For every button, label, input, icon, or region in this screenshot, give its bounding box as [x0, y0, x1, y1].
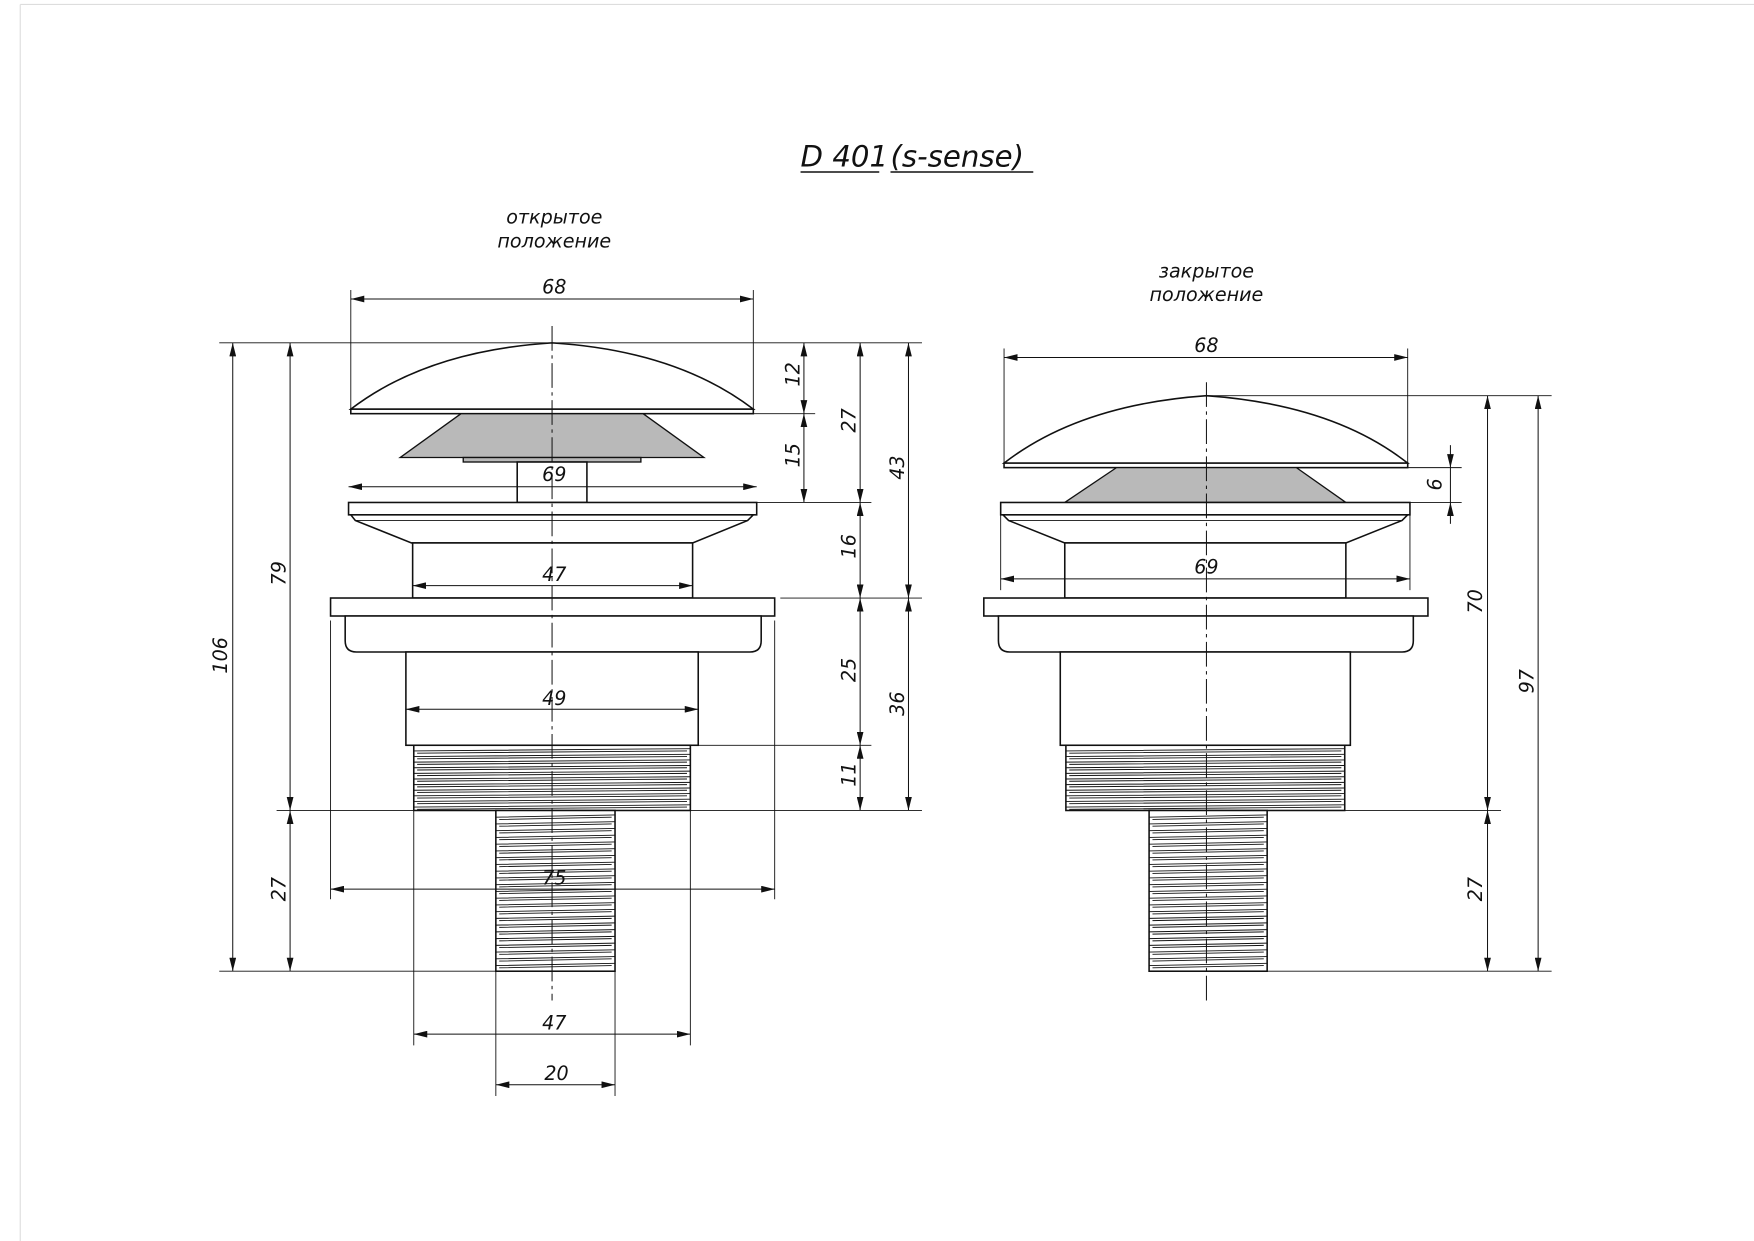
- thread-line: [1149, 888, 1268, 895]
- thread-line: [495, 868, 616, 874]
- ring: [999, 501, 1411, 516]
- dim-stem-length: 27: [268, 877, 291, 901]
- dim-total-height: 97: [1516, 669, 1539, 693]
- thread-line: [495, 821, 616, 827]
- thread-line: [495, 895, 616, 901]
- cap: [1001, 394, 1410, 464]
- plug-cone: [398, 412, 706, 459]
- thread-line: [1065, 776, 1345, 782]
- thread-line: [1149, 881, 1268, 888]
- thread-line: [1149, 902, 1268, 908]
- dim-gap: 6: [1423, 478, 1446, 490]
- thread-line: [1149, 929, 1268, 935]
- thread-line: [495, 949, 616, 955]
- thread-line: [1149, 962, 1268, 969]
- thread-line: [1065, 804, 1345, 810]
- dim-thread-width: 47: [542, 1012, 566, 1035]
- dim-cap-height: 12: [781, 362, 804, 386]
- thread-line: [1065, 781, 1345, 788]
- thread: [1065, 744, 1346, 812]
- thread-line: [1065, 753, 1345, 760]
- dim-below-flange: 36: [886, 692, 909, 716]
- thread-line: [1065, 793, 1345, 799]
- thread-line: [1065, 748, 1345, 754]
- plug-cone: [1062, 466, 1348, 504]
- thread-line: [1149, 908, 1268, 915]
- thread-line: [495, 814, 616, 820]
- thread-line: [495, 956, 616, 962]
- dim-cap-lift: 15: [781, 443, 804, 467]
- flange: [983, 597, 1429, 617]
- thread-line: [495, 942, 616, 949]
- dim-total-height: 106: [209, 637, 232, 673]
- stem-thread: [1148, 809, 1268, 973]
- dim-thread-height: 11: [838, 762, 861, 786]
- thread-line: [495, 861, 616, 868]
- thread-line: [1149, 942, 1268, 949]
- dim-height-to-thread-end: 79: [268, 561, 291, 585]
- lower-body: [1059, 651, 1352, 747]
- open-label-2: положение: [497, 229, 611, 252]
- thread-line: [495, 962, 616, 969]
- thread-line: [495, 828, 616, 834]
- model-series: (s-sense): [890, 139, 1024, 173]
- thread-line: [1149, 814, 1268, 820]
- thread-line: [1065, 765, 1345, 771]
- dim-body-height: 25: [838, 658, 861, 682]
- drawing-title: D 401 (s-sense): [800, 139, 1034, 173]
- thread-line: [495, 875, 616, 881]
- flange: [329, 597, 776, 617]
- thread-line: [495, 915, 616, 922]
- thread-line: [1149, 895, 1268, 901]
- thread-line: [495, 848, 616, 854]
- stem-thread: [495, 809, 616, 973]
- dim-stem-thread-width: 20: [544, 1062, 568, 1085]
- ring: [347, 501, 758, 516]
- open-label-1: открытое: [506, 206, 602, 229]
- thread-line: [495, 841, 616, 847]
- dim-ring-to-flange: 16: [838, 534, 861, 558]
- thread-line: [1149, 875, 1268, 881]
- thread-line: [1149, 834, 1268, 841]
- thread-line: [495, 908, 616, 915]
- dim-top-to-flange: 43: [886, 455, 909, 479]
- thread-line: [1065, 770, 1345, 777]
- thread-line: [495, 929, 616, 935]
- thread-line: [495, 902, 616, 908]
- closed-label-2: положение: [1150, 283, 1264, 306]
- dim-body-height: 70: [1464, 589, 1487, 613]
- open-position-view: открытое положение: [209, 206, 922, 1096]
- thread-line: [495, 854, 616, 861]
- model-name: D 401: [801, 139, 889, 173]
- dim-cap-width: 68: [1194, 334, 1218, 357]
- thread-line: [1149, 935, 1268, 942]
- thread-line: [1149, 922, 1268, 928]
- dim-cap-width: 68: [542, 275, 566, 298]
- thread-line: [1149, 861, 1268, 868]
- thread-line: [1149, 915, 1268, 922]
- dim-stem-length: 27: [1464, 877, 1487, 901]
- thread-line: [495, 834, 616, 841]
- thread-line: [1149, 848, 1268, 854]
- thread-line: [495, 922, 616, 928]
- closed-position-view: закрытое положение: [983, 260, 1552, 1001]
- dim-top-to-ring: 27: [838, 408, 861, 432]
- thread-line: [1065, 787, 1345, 793]
- dim-flange-width: 75: [542, 867, 566, 890]
- thread-line: [1065, 798, 1345, 805]
- dim-ring-width: 69: [542, 463, 566, 486]
- thread-line: [1149, 821, 1268, 827]
- thread-line: [1065, 759, 1345, 765]
- thread-line: [1149, 868, 1268, 874]
- thread-line: [1149, 854, 1268, 861]
- thread-line: [1149, 949, 1268, 955]
- dim-upper-body-width: 47: [542, 563, 566, 586]
- thread-line: [495, 935, 616, 942]
- thread-line: [1149, 828, 1268, 834]
- thread-line: [1149, 841, 1268, 847]
- dim-ring-width: 69: [1194, 555, 1218, 578]
- thread-line: [1149, 956, 1268, 962]
- dim-lower-body-width: 49: [542, 687, 566, 710]
- closed-label-1: закрытое: [1159, 260, 1254, 283]
